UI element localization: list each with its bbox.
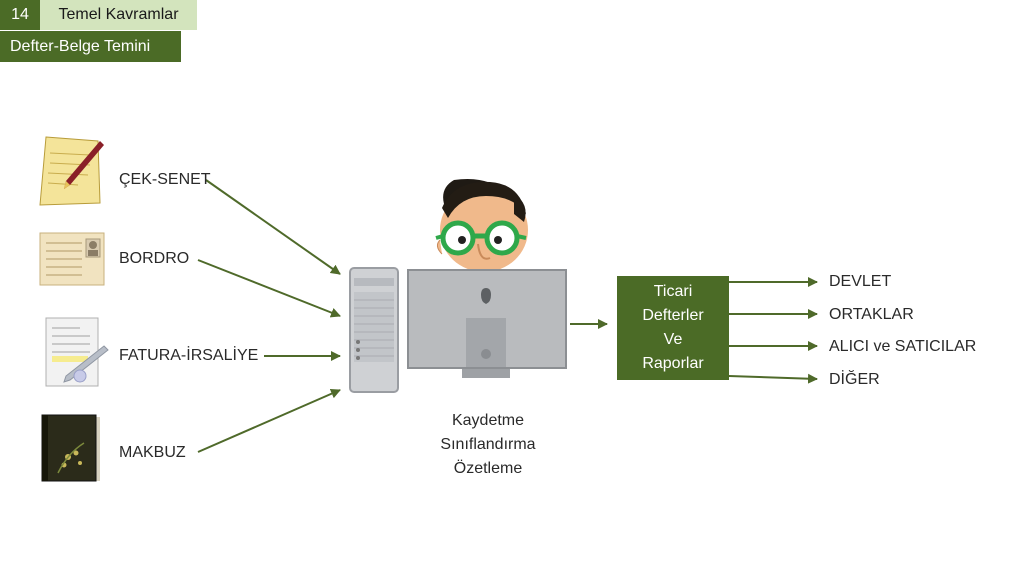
slide-number: 14 (0, 0, 40, 30)
output-label-ortaklar: ORTAKLAR (829, 306, 914, 323)
receipt-book-icon (41, 414, 100, 482)
caption-line-ozetleme: Özetleme (453, 460, 523, 477)
ledger-line-ve: Ve (663, 331, 683, 348)
arrow-makbuz (197, 389, 341, 453)
output-label-diger: DİĞER (829, 371, 880, 388)
ledger-box: Ticari Defterler Ve Raporlar (617, 276, 729, 380)
id-card-document-icon (39, 232, 105, 286)
invoice-document-icon (45, 317, 109, 387)
arrow-bordro (197, 259, 341, 318)
caption-line-kaydetme: Kaydetme (451, 412, 525, 429)
slide-subtitle: Defter-Belge Temini (0, 31, 181, 62)
process-caption: Kaydetme Sınıflandırma Özetleme (418, 409, 558, 481)
output-label-devlet: DEVLET (829, 273, 892, 290)
input-label-fatura-irsaliye: FATURA-İRSALİYE (119, 347, 259, 364)
input-label-bordro: BORDRO (119, 250, 190, 267)
output-label-alici-satici: ALICI ve SATICILAR (829, 338, 977, 355)
input-label-cek-senet: ÇEK-SENET (119, 171, 211, 188)
ledger-line-ticari: Ticari (653, 283, 693, 300)
computer-with-person-icon (349, 178, 567, 393)
arrow-diger (728, 373, 818, 384)
person-figure (435, 178, 528, 272)
arrow-cek-senet (205, 179, 341, 275)
input-label-makbuz: MAKBUZ (119, 444, 186, 461)
signed-document-icon (39, 136, 104, 206)
ledger-line-defterler: Defterler (642, 307, 704, 324)
ledger-line-raporlar: Raporlar (642, 355, 704, 372)
caption-line-siniflandirma: Sınıflandırma (440, 436, 536, 453)
section-title: Temel Kavramlar (40, 0, 197, 30)
